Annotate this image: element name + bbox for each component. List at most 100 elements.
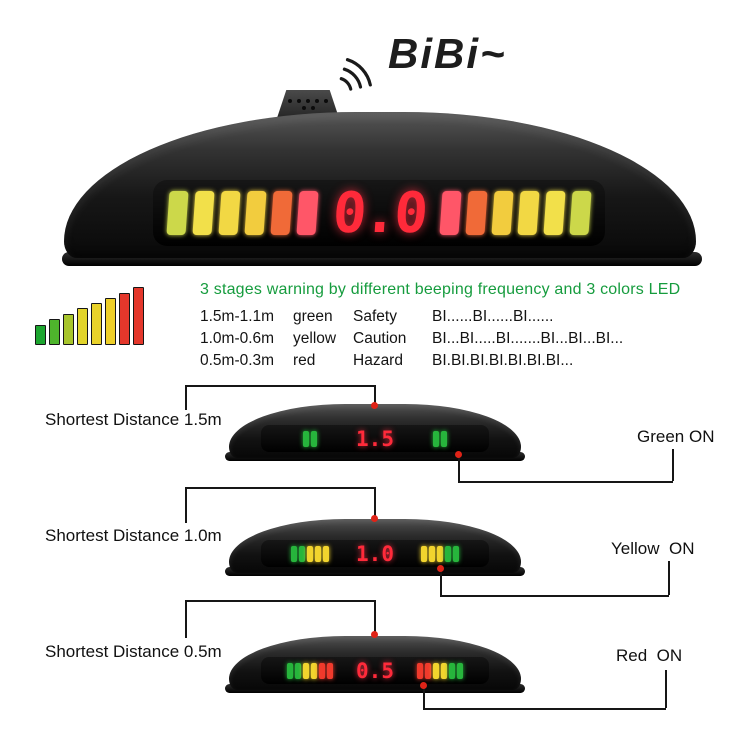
led-bar (453, 545, 459, 562)
led-bar (517, 191, 540, 235)
status-label: Red ON (616, 646, 683, 665)
speaker-hole (310, 105, 315, 110)
speaker-hole (297, 98, 301, 103)
led-bar (319, 662, 325, 679)
left-led-bars (271, 662, 349, 679)
distance-label: Shortest Distance 0.5m (45, 642, 222, 661)
led-bar (439, 191, 462, 235)
distance-label: Shortest Distance 1.5m (45, 410, 222, 429)
led-bar (307, 545, 313, 562)
connector-line (185, 487, 187, 523)
sound-indicator: BiBi~ (334, 30, 507, 96)
main-display: 0.0 (153, 180, 605, 246)
connector-line (423, 686, 425, 708)
led-bar (303, 662, 309, 679)
led-bar (429, 545, 435, 562)
pointer-dot (371, 631, 378, 638)
connector-line (423, 708, 666, 710)
led-bar (457, 662, 463, 679)
level-cell: Caution (353, 330, 407, 347)
led-bar (433, 662, 439, 679)
color-cell: red (293, 352, 316, 369)
right-led-bars (401, 430, 479, 447)
status-label: Yellow ON (611, 539, 695, 558)
connector-line (440, 569, 442, 595)
led-bar (569, 191, 592, 235)
led-bar (433, 430, 439, 447)
beep-cell: BI...BI.....BI.......BI...BI...BI... (432, 330, 624, 347)
led-bar (166, 191, 189, 235)
unit-display: 1.0 (261, 540, 489, 567)
distance-value: 1.5 (356, 426, 394, 451)
led-bar (299, 545, 305, 562)
unit-display: 1.5 (261, 425, 489, 452)
pointer-dot (371, 515, 378, 522)
led-bar (543, 191, 566, 235)
connector-line (458, 455, 460, 481)
range-cell: 0.5m-0.3m (200, 352, 275, 369)
beep-cell: BI......BI......BI...... (432, 308, 554, 325)
led-bar (296, 191, 319, 235)
led-bar (437, 545, 443, 562)
led-bar (218, 191, 241, 235)
led-bar (441, 662, 447, 679)
legend-led-bar (105, 298, 116, 345)
left-led-bars (271, 545, 349, 562)
display-unit-1-5m: 1.5 (225, 404, 525, 462)
distance-value: 0.5 (356, 658, 394, 683)
led-bar (291, 545, 297, 562)
connector-line (458, 481, 673, 483)
legend-title: 3 stages warning by different beeping fr… (200, 281, 681, 298)
led-bar (270, 191, 293, 235)
left-led-bars (271, 430, 349, 447)
led-bar (287, 662, 293, 679)
connector-line (185, 487, 375, 489)
led-bar (311, 430, 317, 447)
display-unit-1-0m: 1.0 (225, 519, 525, 577)
legend-led-bar (35, 325, 46, 345)
speaker-hole (315, 98, 319, 103)
color-cell: yellow (293, 330, 337, 347)
led-bar (449, 662, 455, 679)
led-bar (441, 430, 447, 447)
pointer-dot (420, 682, 427, 689)
speaker-hole (288, 98, 292, 103)
led-bar (465, 191, 488, 235)
led-bar (295, 662, 301, 679)
led-bar (421, 545, 427, 562)
legend-led-bar (91, 303, 102, 345)
connector-line (374, 385, 376, 406)
range-cell: 1.0m-0.6m (200, 330, 275, 347)
color-cell: green (293, 308, 333, 325)
connector-line (185, 600, 187, 638)
distance-label: Shortest Distance 1.0m (45, 526, 222, 545)
led-bar (303, 430, 309, 447)
distance-value: 1.0 (356, 541, 394, 566)
connector-line (440, 595, 669, 597)
led-bar (417, 662, 423, 679)
connector-line (185, 600, 375, 602)
beep-cell: BI.BI.BI.BI.BI.BI.BI... (432, 352, 574, 369)
connector-line (185, 385, 187, 410)
connector-line (374, 487, 376, 517)
led-bar (311, 662, 317, 679)
speaker-hole (324, 98, 328, 103)
display-unit-0-5m: 0.5 (225, 636, 525, 694)
led-bar (327, 662, 333, 679)
pointer-dot (437, 565, 444, 572)
level-cell: Hazard (353, 352, 403, 369)
led-bar (315, 545, 321, 562)
led-strength-icon (35, 287, 144, 345)
legend-led-bar (133, 287, 144, 345)
range-cell: 1.5m-1.1m (200, 308, 275, 325)
connector-line (668, 561, 670, 595)
legend-led-bar (77, 308, 88, 345)
right-led-bars (401, 662, 479, 679)
right-led-bars (434, 191, 597, 235)
connector-line (185, 385, 375, 387)
led-bar (425, 662, 431, 679)
connector-line (672, 449, 674, 481)
pointer-dot (455, 451, 462, 458)
